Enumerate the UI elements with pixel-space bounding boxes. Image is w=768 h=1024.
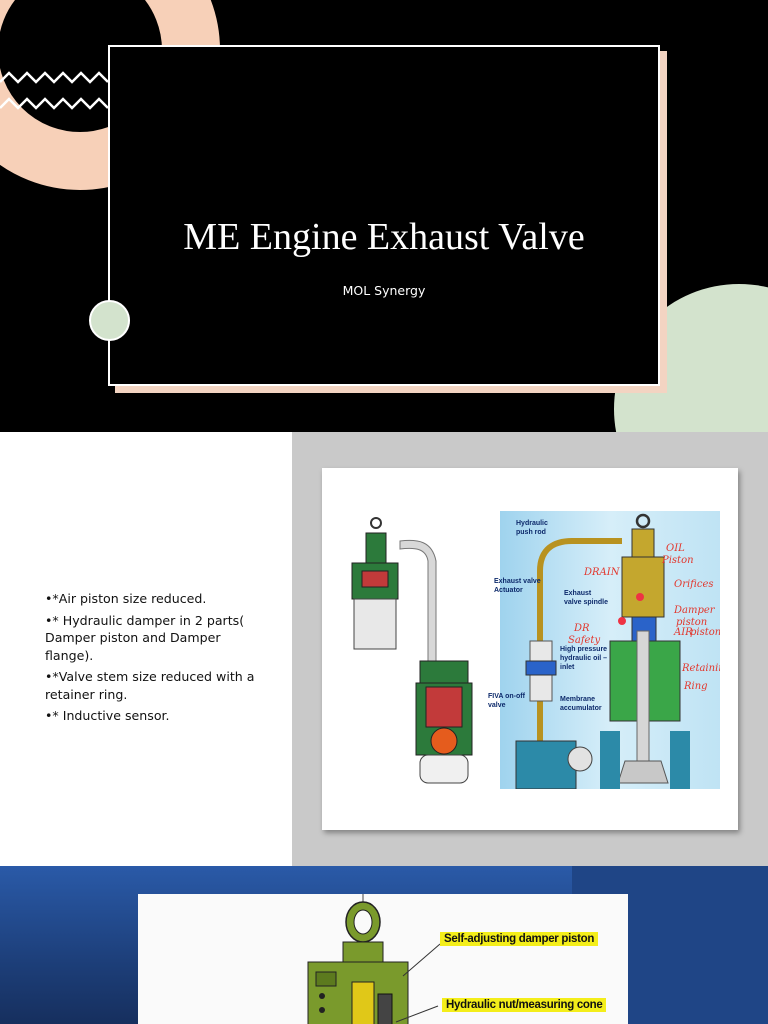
- damper-diagram: [307, 894, 441, 1024]
- note-oil-piston-2: Piston: [661, 555, 694, 566]
- exhaust-valve-diagram: Hydraulic push rod Exhaust valve Actuato…: [340, 511, 720, 789]
- bullet-list: •*Air piston size reduced. •* Hydraulic …: [45, 590, 260, 729]
- note-damper-piston-1: Damper: [673, 605, 716, 616]
- bullet-item: •* Inductive sensor.: [45, 708, 170, 723]
- callout-damper-piston: Self-adjusting damper piston: [440, 932, 599, 946]
- damper-diagram-card: Self-adjusting damper piston Hydraulic n…: [138, 894, 628, 1024]
- label-fiva-1: FIVA on-off: [488, 693, 526, 700]
- label-actuator-1: Exhaust valve: [494, 578, 541, 585]
- label-hp-oil-2: hydraulic oil –: [560, 655, 607, 662]
- label-actuator-2: Actuator: [494, 587, 523, 594]
- label-push-rod-1: Hydraulic: [516, 520, 548, 527]
- label-accumulator-1: Membrane: [560, 696, 595, 703]
- bullet-item: •* Hydraulic damper in 2 parts( Damper p…: [45, 612, 245, 663]
- note-drain: DRAIN: [583, 567, 621, 578]
- label-accumulator-2: accumulator: [560, 705, 602, 712]
- label-hp-oil-3: inlet: [560, 664, 575, 671]
- note-air-piston-2: piston: [690, 627, 720, 638]
- label-spindle-1: Exhaust: [564, 590, 592, 597]
- note-oil-piston-1: OIL: [666, 543, 685, 554]
- bullet-item: •*Air piston size reduced.: [45, 591, 207, 606]
- slide-subtitle: MOL Synergy: [342, 283, 426, 298]
- diagram-card: Hydraulic push rod Exhaust valve Actuato…: [322, 468, 738, 830]
- note-dr-safety-1: DR: [573, 623, 590, 634]
- label-push-rod-2: push rod: [516, 529, 546, 536]
- note-retaining-1: Retaining: [681, 663, 720, 674]
- slide-title: ME Engine Exhaust Valve: [183, 216, 585, 258]
- features-slide: •*Air piston size reduced. •* Hydraulic …: [0, 432, 768, 866]
- damper-slide: Self-adjusting damper piston Hydraulic n…: [0, 866, 768, 1024]
- label-fiva-2: valve: [488, 702, 506, 709]
- note-dr-safety-2: Safety: [568, 635, 600, 646]
- note-air-piston-1: AIR: [673, 627, 693, 638]
- callout-hydraulic-nut: Hydraulic nut/measuring cone: [442, 998, 607, 1012]
- title-slide: ME Engine Exhaust Valve MOL Synergy: [0, 0, 768, 432]
- label-hp-oil-1: High pressure: [560, 646, 607, 653]
- zigzag-decoration: [0, 71, 109, 110]
- note-retaining-2: Ring: [683, 681, 708, 692]
- small-green-circle: [89, 300, 130, 341]
- title-box: ME Engine Exhaust Valve MOL Synergy: [108, 45, 660, 386]
- bullet-item: •*Valve stem size reduced with a retaine…: [45, 669, 255, 702]
- note-damper-piston-2: piston: [676, 617, 707, 628]
- label-spindle-2: valve spindle: [564, 599, 608, 606]
- note-orifices: Orifices: [674, 579, 714, 590]
